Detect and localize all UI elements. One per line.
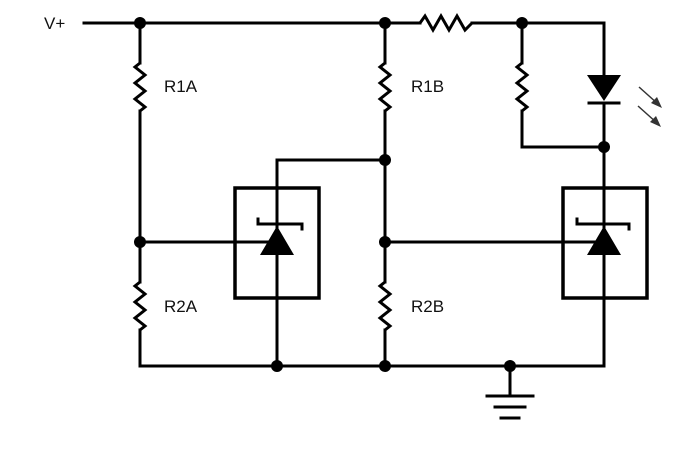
junction-dots	[134, 17, 610, 372]
light-emission-icon	[637, 86, 662, 127]
junction-dot	[516, 17, 528, 29]
shunt-a-bar	[256, 217, 304, 231]
ground-icon	[485, 394, 535, 420]
junction-dot	[379, 154, 391, 166]
junction-dot	[271, 360, 283, 372]
led-anode-triangle	[587, 75, 621, 101]
junction-dot	[134, 236, 146, 248]
resistor-r2b	[377, 280, 393, 332]
shunt-b-triangle	[587, 226, 621, 255]
series-resistor	[418, 12, 474, 34]
label-r1b: R1B	[411, 77, 444, 96]
junction-dot	[504, 360, 516, 372]
junction-dot	[598, 141, 610, 153]
resistor-r1b	[377, 61, 393, 113]
parallel-wire	[520, 109, 606, 149]
junction-dot	[379, 17, 391, 29]
junction-dot	[379, 360, 391, 372]
resistor-r1a	[132, 61, 148, 113]
supply-label: V+	[44, 14, 65, 33]
top-rail-wire-right	[470, 21, 606, 77]
label-r2a: R2A	[164, 297, 198, 316]
parallel-resistor	[514, 61, 530, 113]
junction-dot	[379, 236, 391, 248]
shunt-b-bar	[575, 217, 631, 231]
shunt-a-triangle	[260, 226, 294, 255]
label-r2b: R2B	[411, 297, 444, 316]
resistor-r2a	[132, 280, 148, 332]
label-r1a: R1A	[164, 77, 198, 96]
junction-dot	[134, 17, 146, 29]
